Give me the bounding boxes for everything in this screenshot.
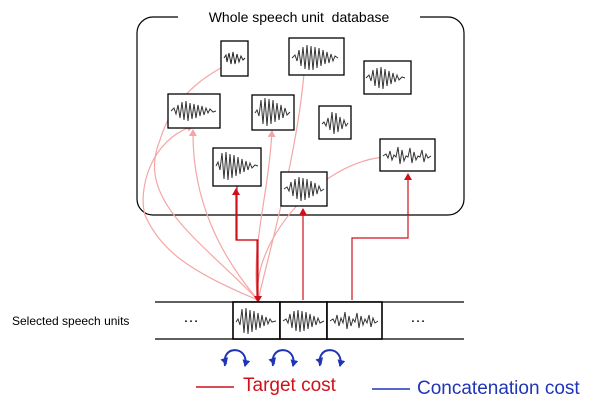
waveform-unit-6 (318, 105, 352, 140)
selected-unit-1 (232, 301, 281, 340)
concat-arc-1b (220, 349, 247, 367)
waveform-unit-4 (167, 93, 221, 129)
selected-unit-3 (326, 301, 383, 340)
waveform-unit-5 (251, 94, 295, 131)
legend-concatenation-cost-label: Concatenation cost (417, 378, 580, 399)
sequence-label: Selected speech units (12, 314, 130, 328)
candidate-arrow-4 (255, 130, 276, 301)
candidate-arrow-1 (153, 57, 259, 301)
target-arrow-down-1 (236, 186, 262, 303)
waveform-unit-7 (212, 147, 262, 187)
selected-units (232, 301, 383, 340)
candidate-arrow-3 (188, 129, 259, 301)
concat-arc-2b (268, 349, 295, 367)
candidate-arrow-6 (257, 154, 408, 301)
target-arrow-up-1 (232, 188, 258, 300)
concatenation-cost-arcs (220, 349, 346, 367)
candidate-arrows (142, 57, 408, 301)
waveform-unit-2 (288, 37, 345, 76)
waveform-unit-8 (280, 171, 328, 207)
concat-arc-3b (315, 349, 342, 367)
target-arrow-up-3 (351, 173, 412, 300)
left-ellipsis: … (183, 309, 201, 326)
waveform-unit-3 (363, 60, 412, 95)
right-ellipsis: … (410, 309, 428, 326)
waveform-unit-9 (379, 138, 436, 172)
waveform-units (167, 37, 436, 207)
waveform-unit-1 (220, 40, 249, 77)
target-cost-connectors (232, 173, 412, 303)
selected-unit-2 (279, 301, 328, 340)
database-title: Whole speech unit database (178, 9, 420, 25)
legend-target-cost-label: Target cost (243, 375, 336, 396)
candidate-arrow-2 (142, 124, 259, 301)
